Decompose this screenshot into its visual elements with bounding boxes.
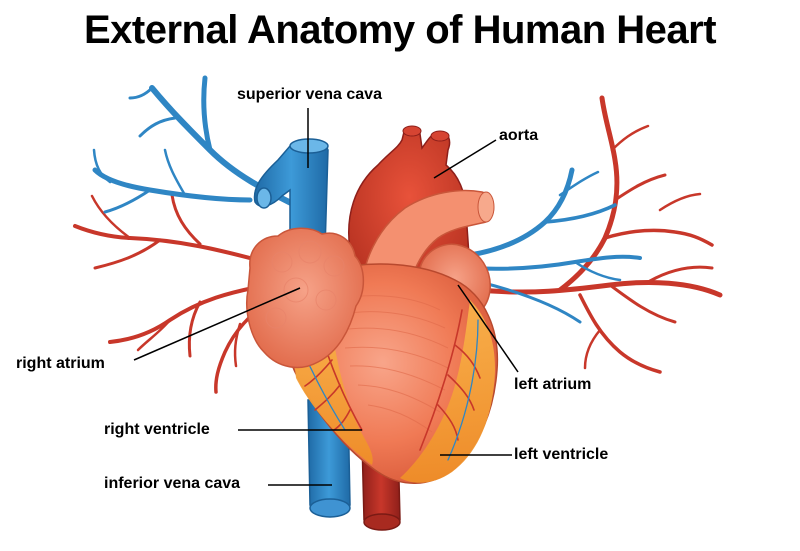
superior-vena-cava-shape <box>253 138 329 251</box>
leader-left-atrium <box>457 284 519 373</box>
diagram-title: External Anatomy of Human Heart <box>83 8 717 52</box>
label-inferior-vena-cava: inferior vena cava <box>104 475 241 492</box>
label-right-ventricle: right ventricle <box>104 421 210 438</box>
label-left-ventricle: left ventricle <box>514 446 609 463</box>
label-superior-vena-cava: superior vena cava <box>237 86 382 103</box>
label-right-atrium: right atrium <box>16 355 105 372</box>
leader-aorta <box>433 139 497 179</box>
left-lung-veins <box>467 167 642 324</box>
label-aorta: aorta <box>499 127 539 144</box>
label-left-atrium: left atrium <box>514 376 592 393</box>
leader-right-atrium <box>133 287 301 361</box>
right-atrium-shape <box>246 227 365 369</box>
leader-lines <box>133 108 519 486</box>
